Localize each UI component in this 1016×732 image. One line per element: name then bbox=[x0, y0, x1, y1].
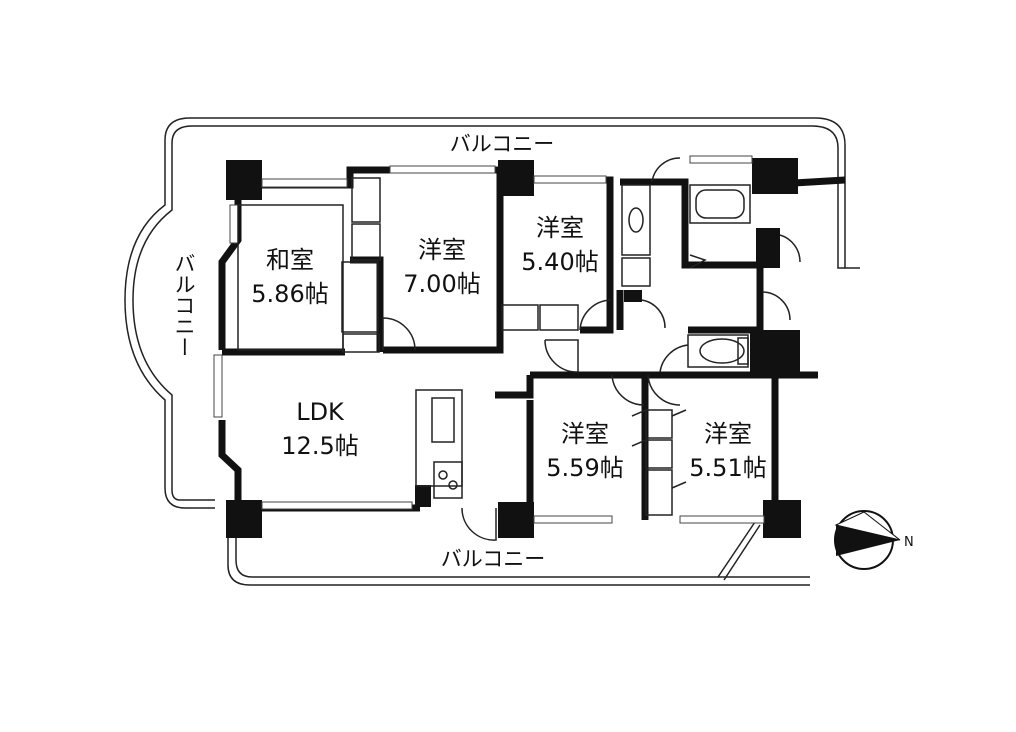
room-yoshitsu-a-size: 7.00帖 bbox=[403, 270, 480, 298]
room-yoshitsu-c-name: 洋室 bbox=[561, 420, 609, 448]
room-yoshitsu-c-size: 5.59帖 bbox=[546, 454, 623, 482]
room-ldk-name: LDK bbox=[296, 398, 345, 426]
balcony-label-north: バルコニー bbox=[450, 132, 555, 156]
room-yoshitsu-a-name: 洋室 bbox=[418, 236, 466, 264]
compass-north-label: N bbox=[904, 535, 914, 550]
structural-columns bbox=[226, 158, 801, 538]
room-yoshitsu-d-name: 洋室 bbox=[704, 420, 752, 448]
room-ldk-size: 12.5帖 bbox=[281, 432, 358, 460]
room-yoshitsu-d-size: 5.51帖 bbox=[689, 454, 766, 482]
windows bbox=[213, 155, 765, 524]
compass-icon: N bbox=[834, 510, 914, 570]
balcony-label-south: バルコニー bbox=[441, 547, 546, 571]
room-washitsu-size: 5.86帖 bbox=[251, 280, 328, 308]
room-yoshitsu-b-size: 5.40帖 bbox=[521, 248, 598, 276]
interior-details bbox=[237, 157, 801, 541]
room-washitsu-name: 和室 bbox=[266, 246, 314, 274]
room-yoshitsu-b-name: 洋室 bbox=[536, 214, 584, 242]
balcony-outline bbox=[124, 117, 860, 586]
balcony-label-west: バルコニー bbox=[172, 253, 196, 358]
